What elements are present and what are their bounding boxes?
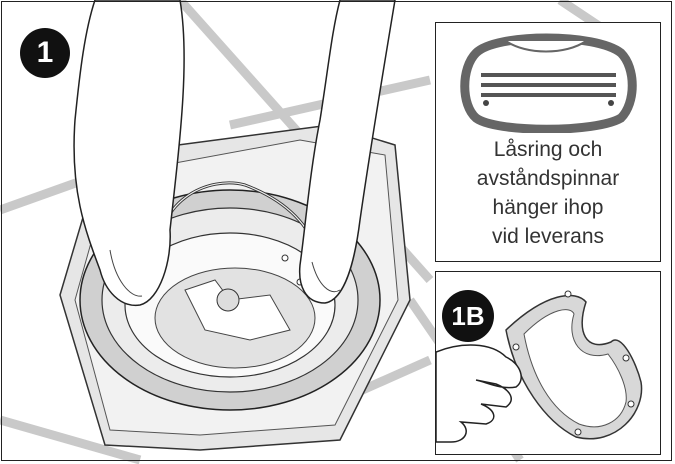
step-badge: 1	[20, 28, 70, 78]
spacer-pins	[481, 73, 616, 97]
inset-badge: 1B	[442, 290, 494, 342]
left-hand	[73, 0, 185, 306]
inset-caption: Låsring och avståndspinnar hänger ihop v…	[436, 135, 660, 251]
caption-line-1: Låsring och	[493, 138, 603, 161]
locking-ring-spacer-illustration	[460, 33, 637, 133]
caption-line-2: avståndspinnar	[476, 167, 620, 190]
caption-line-4: vid leverans	[491, 225, 605, 248]
inset-locking-ring: Låsring och avståndspinnar hänger ihop v…	[435, 22, 661, 262]
right-hand	[298, 0, 396, 304]
lock-ring-oval	[460, 33, 637, 133]
hand-holding-ring-illustration	[436, 290, 643, 443]
hand	[436, 344, 522, 443]
caption-line-3: hänger ihop	[492, 196, 604, 219]
inset-1b: 1B	[435, 271, 661, 455]
